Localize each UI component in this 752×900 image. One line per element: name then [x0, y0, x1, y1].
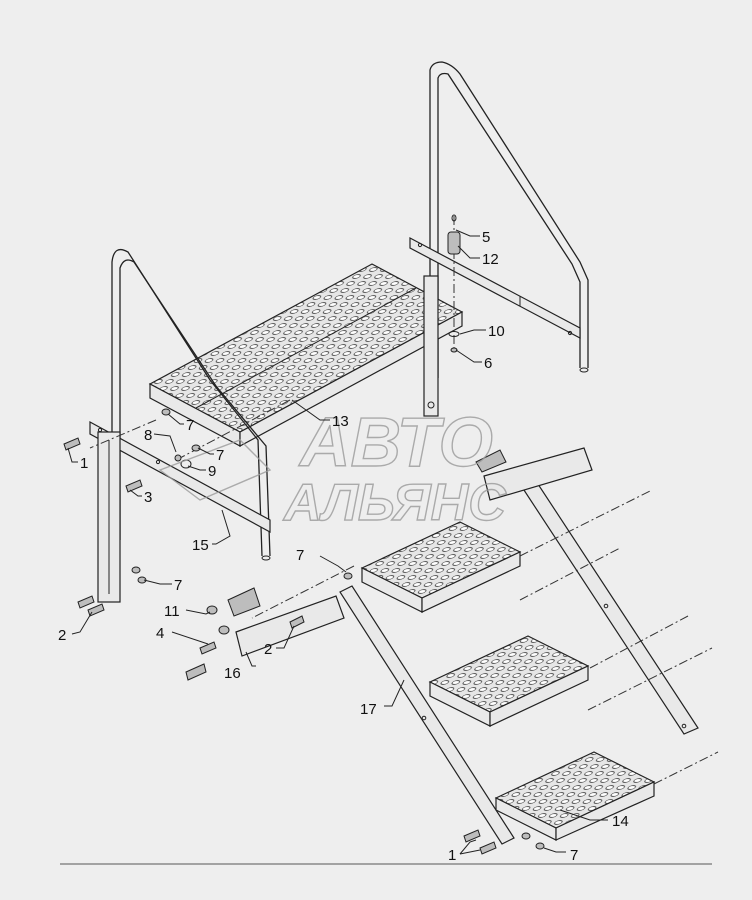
callout-7: 7	[570, 847, 578, 864]
callout-4: 4	[156, 625, 164, 642]
watermark-line1: АВТО	[298, 403, 493, 481]
callout-12: 12	[482, 251, 499, 268]
callout-9: 9	[208, 463, 216, 480]
lower-mount-bracket	[227, 587, 345, 657]
side-bracket	[89, 420, 271, 603]
hardware	[63, 214, 545, 855]
callout-1: 1	[80, 455, 88, 472]
callout-3: 3	[144, 489, 152, 506]
callout-2: 2	[264, 641, 272, 658]
stair-stringers	[339, 477, 699, 845]
callout-16: 16	[224, 665, 241, 682]
callout-5: 5	[482, 229, 490, 246]
left-handrail	[111, 248, 271, 561]
leader-lines	[67, 229, 608, 855]
upper-right-handrail	[409, 61, 589, 378]
stair-treads	[360, 521, 656, 841]
callout-17: 17	[360, 701, 377, 718]
callout-13: 13	[332, 413, 349, 430]
callout-7: 7	[216, 447, 224, 464]
top-mount-bracket	[475, 447, 593, 501]
callout-7: 7	[174, 577, 182, 594]
callout-15: 15	[192, 537, 209, 554]
watermark-line2: АЛЬЯНС	[282, 474, 507, 532]
callout-8: 8	[144, 427, 152, 444]
callout-7: 7	[186, 417, 194, 434]
callout-7: 7	[296, 547, 304, 564]
watermark: АВТО АЛЬЯНС	[158, 402, 508, 533]
callout-14: 14	[612, 813, 629, 830]
callout-labels: 5 12 10 6 13 7 8 7 9 1 3 15 7 7 2 11 4 1…	[58, 229, 629, 864]
callout-2: 2	[58, 627, 66, 644]
callout-6: 6	[484, 355, 492, 372]
callout-11: 11	[164, 603, 180, 620]
callout-1: 1	[448, 847, 456, 864]
callout-10: 10	[488, 323, 505, 340]
platform-deck	[148, 263, 464, 448]
